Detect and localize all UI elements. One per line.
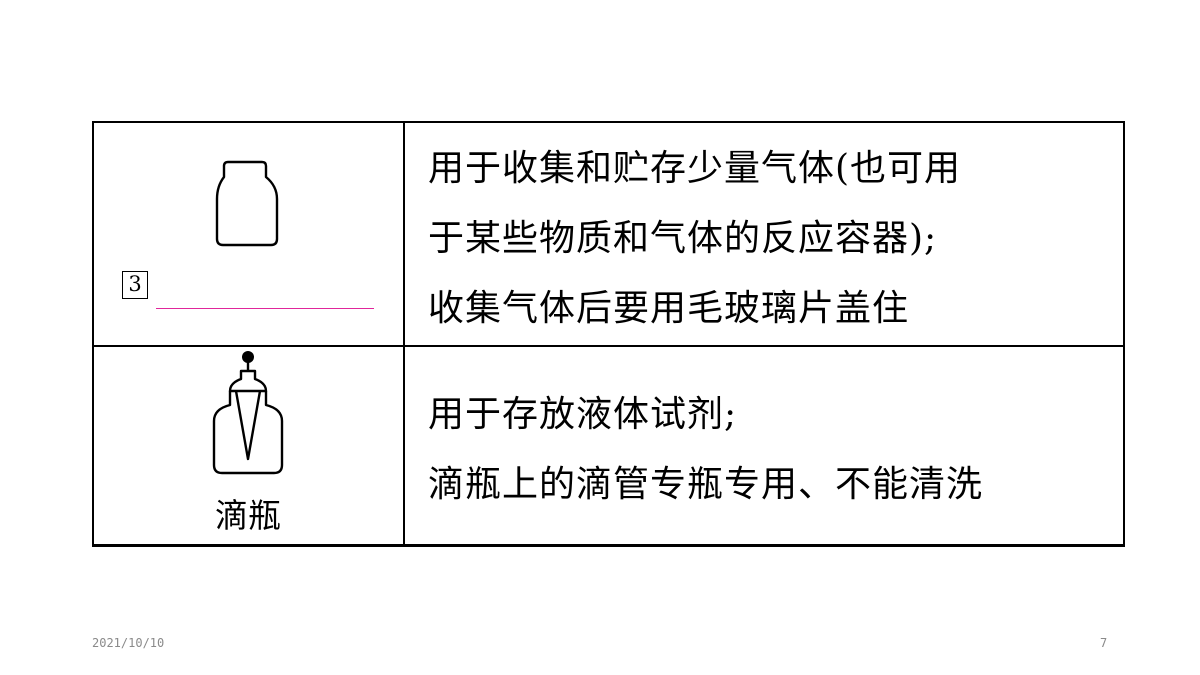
table-row-divider bbox=[92, 345, 1125, 347]
table-border-left bbox=[92, 121, 94, 547]
table-column-divider bbox=[403, 121, 405, 547]
gas-bottle-description: 用于收集和贮存少量气体(也可用 于某些物质和气体的反应容器); 收集气体后要用毛… bbox=[428, 134, 1118, 344]
dropper-bottle-name: 滴瓶 bbox=[215, 496, 281, 535]
footer-page-number: 7 bbox=[1100, 636, 1108, 650]
description-line: 滴瓶上的滴管专瓶专用、不能清洗 bbox=[428, 464, 984, 505]
description-line: 于某些物质和气体的反应容器); bbox=[428, 218, 938, 259]
description-line: 收集气体后要用毛玻璃片盖住 bbox=[428, 288, 910, 329]
dropper-bottle-icon bbox=[212, 351, 284, 475]
table-border-top bbox=[92, 121, 1125, 123]
dropper-bottle-description: 用于存放液体试剂; 滴瓶上的滴管专瓶专用、不能清洗 bbox=[428, 380, 1118, 520]
description-line: 用于存放液体试剂; bbox=[428, 394, 738, 435]
apparatus-table: 3 用于收集和贮存少量气体(也可用 于某些物质和气体的反应容器); 收集气体后要… bbox=[92, 121, 1125, 547]
footer-date: 2021/10/10 bbox=[92, 636, 165, 650]
answer-blank-line bbox=[156, 308, 374, 309]
gas-collecting-bottle-icon bbox=[215, 160, 279, 247]
question-blank-number: 3 bbox=[122, 271, 148, 299]
table-border-bottom bbox=[92, 544, 1125, 547]
description-line: 用于收集和贮存少量气体(也可用 bbox=[428, 148, 962, 189]
table-border-right bbox=[1123, 121, 1125, 547]
